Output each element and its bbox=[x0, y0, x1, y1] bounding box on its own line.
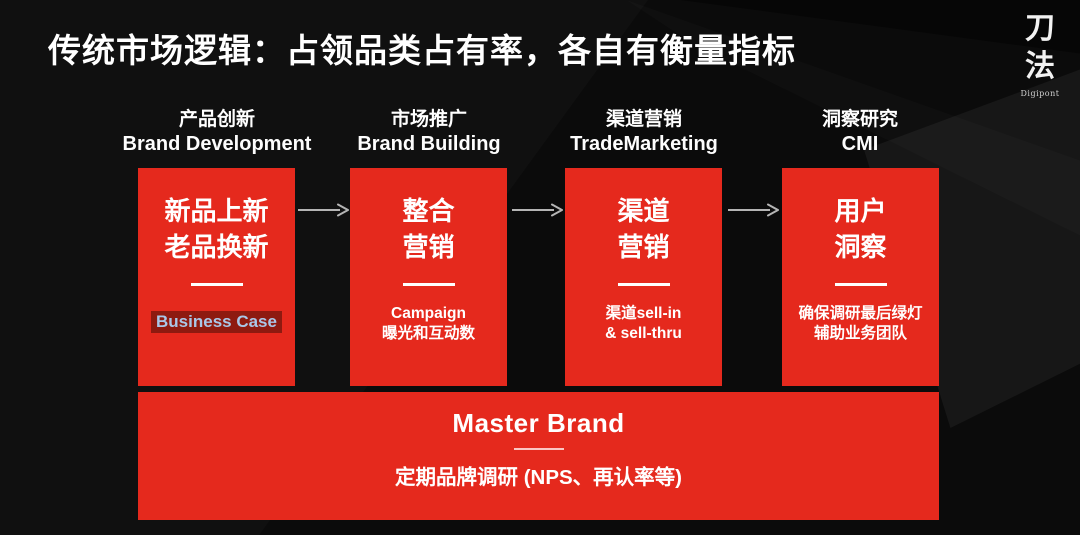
column-header-en: Brand Development bbox=[122, 133, 312, 155]
master-brand-title: Master Brand bbox=[452, 408, 625, 438]
stage-title: 渠道 营销 bbox=[617, 197, 670, 263]
divider-line bbox=[834, 283, 887, 286]
stage-metric: 确保调研最后绿灯 辅助业务团队 bbox=[798, 305, 923, 342]
column-header-cn: 洞察研究 bbox=[821, 108, 898, 130]
stage-card-trade-marketing: 渠道 营销 渠道sell-in & sell-thru bbox=[565, 168, 722, 386]
brand-logo: 刀 法 Digipont bbox=[1014, 10, 1066, 98]
logo-character-top: 刀 bbox=[1025, 11, 1055, 46]
column-header: 洞察研究 CMI bbox=[750, 107, 970, 157]
stage-title: 新品上新 老品换新 bbox=[164, 197, 269, 263]
column-header-cn: 产品创新 bbox=[178, 108, 255, 130]
column-header-en: TradeMarketing bbox=[570, 133, 718, 155]
logo-character-bottom: 法 bbox=[1025, 49, 1055, 84]
stage-title: 用户 洞察 bbox=[834, 197, 887, 263]
column-header: 产品创新 Brand Development bbox=[107, 107, 327, 157]
page-title: 传统市场逻辑：占领品类占有率，各自有衡量指标 bbox=[48, 31, 796, 70]
stage-card-cmi: 用户 洞察 确保调研最后绿灯 辅助业务团队 bbox=[782, 168, 939, 386]
column-header: 市场推广 Brand Building bbox=[319, 107, 539, 157]
master-brand-subtitle: 定期品牌调研 (NPS、再认率等) bbox=[395, 466, 682, 489]
right-arrow-icon bbox=[727, 203, 779, 217]
stage-card-brand-development: 新品上新 老品换新 Business Case bbox=[138, 168, 295, 386]
right-arrow-icon bbox=[511, 203, 563, 217]
divider-line bbox=[513, 448, 564, 450]
column-header-cn: 市场推广 bbox=[390, 108, 467, 130]
stage-metric: Campaign 曝光和互动数 bbox=[381, 305, 475, 342]
master-brand-bar: Master Brand 定期品牌调研 (NPS、再认率等) bbox=[138, 392, 939, 520]
column-header: 渠道营销 TradeMarketing bbox=[534, 107, 754, 157]
divider-line bbox=[190, 283, 243, 286]
column-header-cn: 渠道营销 bbox=[605, 108, 682, 130]
logo-subtext: Digipont bbox=[1020, 89, 1060, 98]
stage-metric-highlighted: Business Case bbox=[151, 311, 282, 333]
stage-title: 整合 营销 bbox=[402, 197, 455, 263]
divider-line bbox=[402, 283, 455, 286]
column-header-en: CMI bbox=[841, 133, 879, 155]
column-header-en: Brand Building bbox=[357, 133, 501, 155]
stage-card-brand-building: 整合 营销 Campaign 曝光和互动数 bbox=[350, 168, 507, 386]
divider-line bbox=[617, 283, 670, 286]
right-arrow-icon bbox=[297, 203, 349, 217]
stage-metric: 渠道sell-in & sell-thru bbox=[605, 305, 682, 342]
